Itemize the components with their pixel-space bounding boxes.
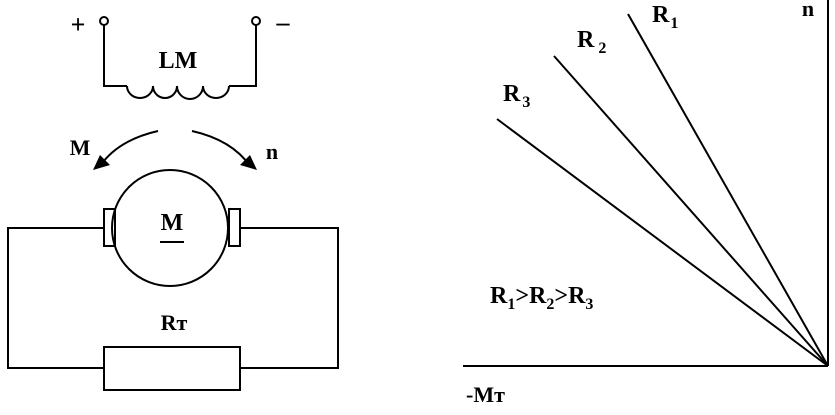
circuit-diagram	[7, 16, 339, 391]
torque-arrow	[99, 130, 159, 167]
speed-label: n	[266, 139, 278, 164]
resistance-relation: R1>R2>R3	[490, 283, 593, 313]
field-winding-coil	[126, 85, 230, 100]
characteristic-graph	[463, 0, 829, 367]
positive-terminal	[99, 16, 109, 26]
brush-right	[228, 208, 241, 247]
armature-lead-right	[240, 227, 339, 369]
torque-arrowhead	[93, 155, 110, 170]
line-r2	[553, 55, 829, 367]
negative-terminal	[251, 16, 261, 26]
line-r1	[627, 13, 829, 367]
torque-label: M	[70, 135, 91, 160]
field-lead-left	[103, 25, 127, 87]
x-axis-label: -Mт	[466, 382, 505, 407]
minus-sign: –	[276, 8, 291, 37]
field-winding-label: LM	[159, 48, 198, 74]
field-lead-right	[229, 25, 257, 87]
plus-sign: +	[71, 10, 86, 39]
speed-arrow	[191, 130, 251, 167]
line-r3	[496, 118, 829, 367]
speed-arrowhead	[240, 155, 257, 170]
y-axis-label: n	[802, 0, 814, 21]
armature-lead-left	[7, 227, 104, 369]
motor-label: M	[161, 210, 184, 236]
braking-resistor	[103, 346, 241, 391]
resistor-label: Rт	[161, 310, 188, 335]
line-r1-label: R1	[652, 2, 678, 32]
